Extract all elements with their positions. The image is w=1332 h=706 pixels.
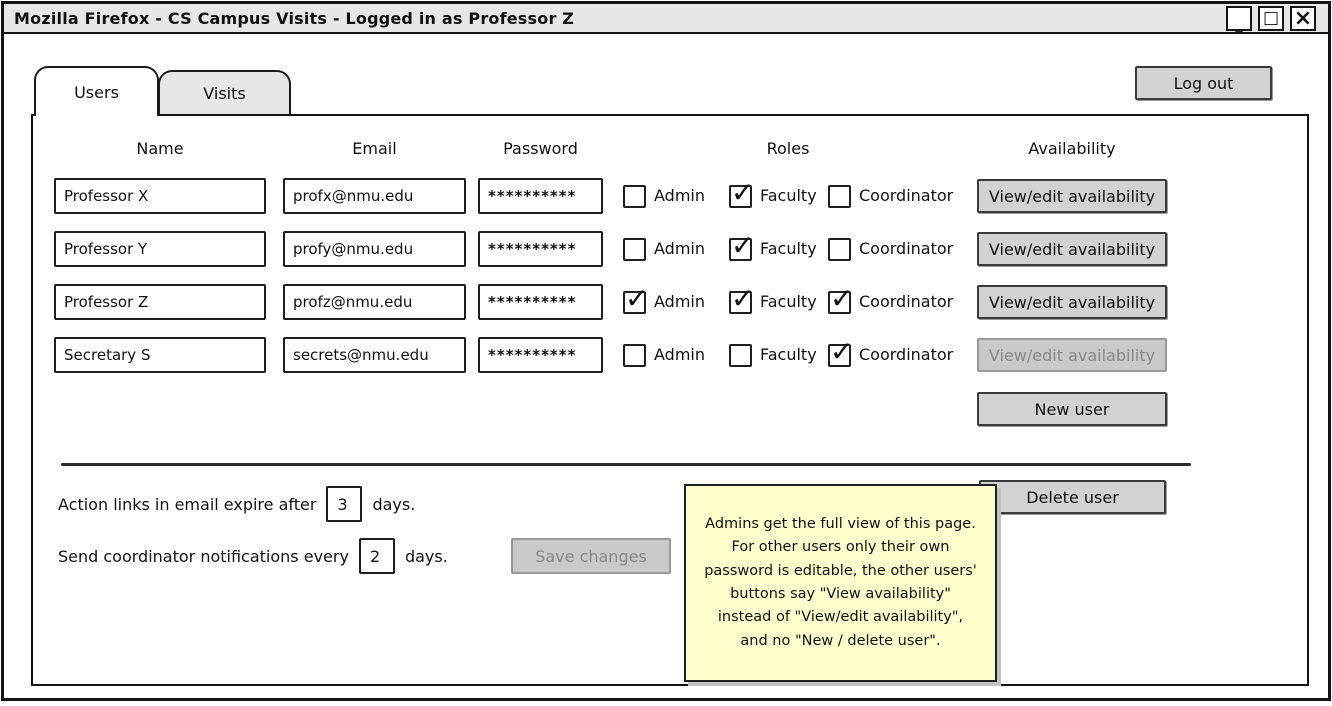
setting-expiry: Action links in email expire after days. <box>58 486 415 522</box>
view-edit-availability-button[interactable]: View/edit availability <box>977 285 1167 319</box>
table-row: Admin Faculty Coordinator View/edit avai… <box>33 229 1307 267</box>
logout-button[interactable]: Log out <box>1135 66 1272 100</box>
coordinator-checkbox[interactable] <box>828 335 853 368</box>
coordinator-label: Coordinator <box>859 345 954 364</box>
faculty-checkbox[interactable] <box>729 176 754 209</box>
annotation-note-text: Admins get the full view of this page. F… <box>704 515 977 649</box>
setting-expiry-label: Action links in email expire after <box>58 494 317 514</box>
maximize-button[interactable]: □ <box>1258 6 1284 31</box>
email-field[interactable] <box>283 178 466 214</box>
expiry-days-input[interactable] <box>326 486 363 522</box>
admin-label: Admin <box>654 186 705 205</box>
minimize-icon: _ <box>1235 15 1243 33</box>
name-field[interactable] <box>54 231 266 267</box>
setting-notifications-label: Send coordinator notifications every <box>58 546 349 566</box>
table-header-row: Name Email Password Roles Availability <box>33 139 1307 161</box>
column-header-availability: Availability <box>1028 139 1116 158</box>
setting-expiry-suffix: days. <box>372 494 416 514</box>
window-title: Mozilla Firefox - CS Campus Visits - Log… <box>14 8 575 28</box>
table-row: Admin Faculty Coordinator View/edit avai… <box>33 176 1307 214</box>
coordinator-label: Coordinator <box>859 292 954 311</box>
coordinator-checkbox[interactable] <box>828 282 853 315</box>
name-field[interactable] <box>54 178 266 214</box>
faculty-checkbox[interactable] <box>729 229 754 262</box>
maximize-icon: □ <box>1262 8 1280 28</box>
table-row: Admin Faculty Coordinator View/edit avai… <box>33 335 1307 373</box>
admin-label: Admin <box>654 292 705 311</box>
new-user-button[interactable]: New user <box>977 392 1167 426</box>
admin-label: Admin <box>654 345 705 364</box>
email-field[interactable] <box>283 231 466 267</box>
faculty-label: Faculty <box>760 239 817 258</box>
email-field[interactable] <box>283 337 466 373</box>
faculty-checkbox[interactable] <box>729 344 752 367</box>
close-button[interactable]: × <box>1290 6 1316 31</box>
password-field[interactable] <box>478 231 603 267</box>
table-row: Admin Faculty Coordinator View/edit avai… <box>33 282 1307 320</box>
tab-visits-label: Visits <box>203 83 246 103</box>
password-field[interactable] <box>478 178 603 214</box>
coordinator-checkbox[interactable] <box>828 185 851 208</box>
faculty-label: Faculty <box>760 292 817 311</box>
save-changes-button[interactable]: Save changes <box>511 538 671 574</box>
tab-users[interactable]: Users <box>34 66 159 116</box>
minimize-button[interactable]: _ <box>1226 6 1252 33</box>
column-header-password: Password <box>503 139 578 158</box>
admin-label: Admin <box>654 239 705 258</box>
notification-days-input[interactable] <box>358 538 395 574</box>
admin-checkbox[interactable] <box>623 185 646 208</box>
coordinator-label: Coordinator <box>859 186 954 205</box>
tab-visits[interactable]: Visits <box>158 70 291 114</box>
password-field[interactable] <box>478 284 603 320</box>
admin-checkbox[interactable] <box>623 344 646 367</box>
name-field[interactable] <box>54 284 266 320</box>
delete-user-button[interactable]: Delete user <box>979 480 1166 514</box>
titlebar: Mozilla Firefox - CS Campus Visits - Log… <box>4 4 1328 34</box>
admin-checkbox[interactable] <box>623 238 646 261</box>
view-edit-availability-button[interactable]: View/edit availability <box>977 232 1167 266</box>
setting-notifications: Send coordinator notifications every day… <box>58 538 448 574</box>
view-edit-availability-button[interactable]: View/edit availability <box>977 179 1167 213</box>
close-icon: × <box>1293 5 1313 31</box>
window-controls: _ □ × <box>1226 6 1316 33</box>
coordinator-label: Coordinator <box>859 239 954 258</box>
password-field[interactable] <box>478 337 603 373</box>
users-panel: Name Email Password Roles Availability A… <box>31 114 1309 686</box>
setting-notifications-suffix: days. <box>404 546 448 566</box>
coordinator-checkbox[interactable] <box>828 238 851 261</box>
admin-checkbox[interactable] <box>623 282 648 315</box>
column-header-roles: Roles <box>766 139 810 158</box>
section-divider <box>61 463 1191 466</box>
email-field[interactable] <box>283 284 466 320</box>
column-header-name: Name <box>136 139 184 158</box>
annotation-note: Admins get the full view of this page. F… <box>684 484 997 682</box>
faculty-label: Faculty <box>760 345 817 364</box>
tab-users-label: Users <box>74 82 119 102</box>
view-edit-availability-button[interactable]: View/edit availability <box>977 338 1167 372</box>
column-header-email: Email <box>352 139 397 158</box>
faculty-checkbox[interactable] <box>729 282 754 315</box>
name-field[interactable] <box>54 337 266 373</box>
faculty-label: Faculty <box>760 186 817 205</box>
